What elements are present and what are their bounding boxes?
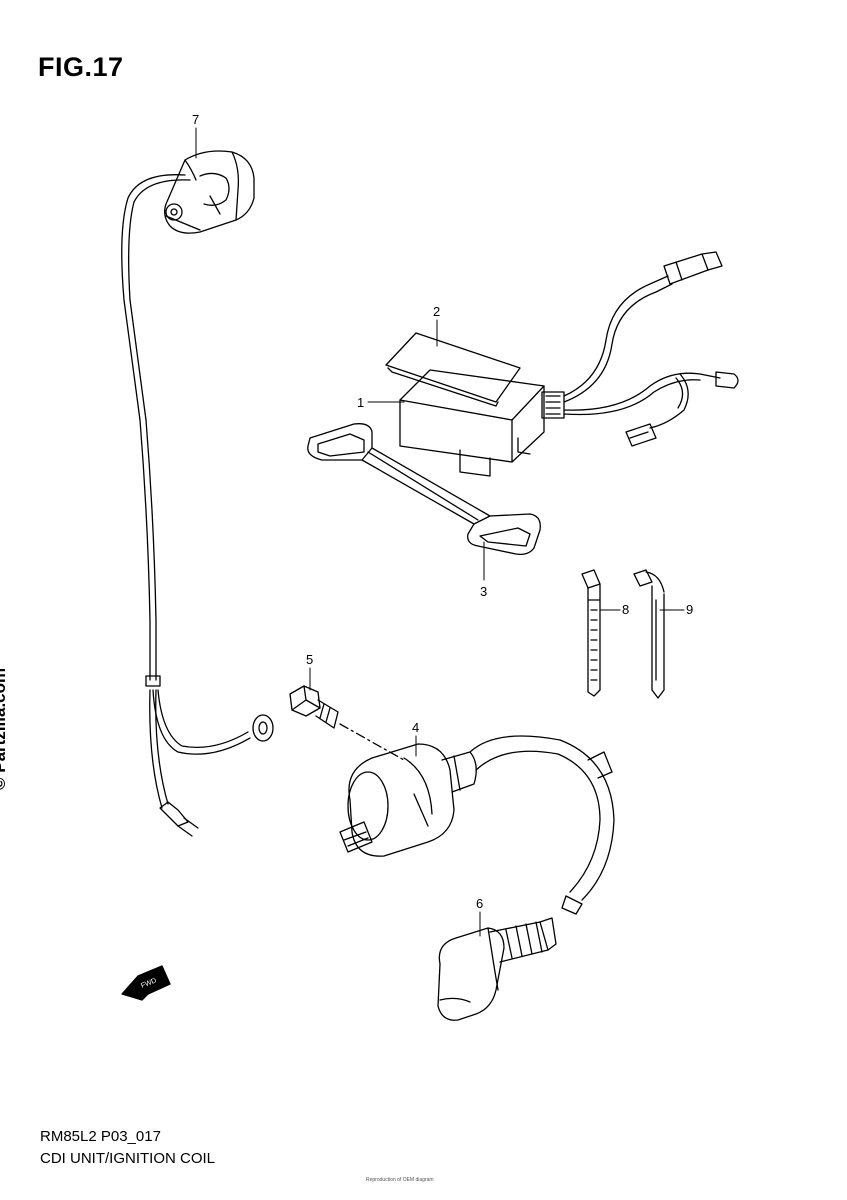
cdi-mounting-strap[interactable] — [307, 423, 541, 556]
callout-8: 8 — [622, 602, 629, 617]
spark-plug-cap[interactable] — [437, 917, 557, 1021]
diagram-code: RM85L2 P03_017 — [40, 1128, 161, 1145]
high-tension-lead — [469, 735, 615, 915]
cable-tie-band[interactable] — [581, 569, 601, 697]
cdi-unit[interactable] — [399, 369, 565, 477]
callout-4: 4 — [412, 720, 419, 735]
callout-6: 6 — [476, 896, 483, 911]
callout-2: 2 — [433, 304, 440, 319]
coil-bolt[interactable] — [289, 685, 339, 729]
callout-5: 5 — [306, 652, 313, 667]
pulser-coil[interactable] — [164, 150, 255, 234]
callout-9: 9 — [686, 602, 693, 617]
cdi-unit-wires — [563, 251, 739, 447]
callout-1: 1 — [357, 395, 364, 410]
callout-7: 7 — [192, 112, 199, 127]
cable-tie-clip[interactable] — [633, 569, 665, 699]
figure-title: FIG.17 — [38, 52, 124, 82]
cdi-pad[interactable] — [385, 332, 521, 407]
diagram-title: CDI UNIT/IGNITION COIL — [40, 1150, 216, 1167]
callout-3: 3 — [480, 584, 487, 599]
ignition-coil[interactable] — [339, 743, 477, 857]
bolt-alignment-line — [339, 723, 405, 761]
callout-numbers: 7 2 1 3 8 9 5 4 6 — [192, 112, 693, 911]
callout-leaders — [195, 127, 685, 937]
pulser-coil-wire — [121, 174, 274, 837]
forward-arrow-icon — [121, 965, 171, 1001]
fine-print: Reproduction of OEM diagram — [366, 1177, 434, 1183]
